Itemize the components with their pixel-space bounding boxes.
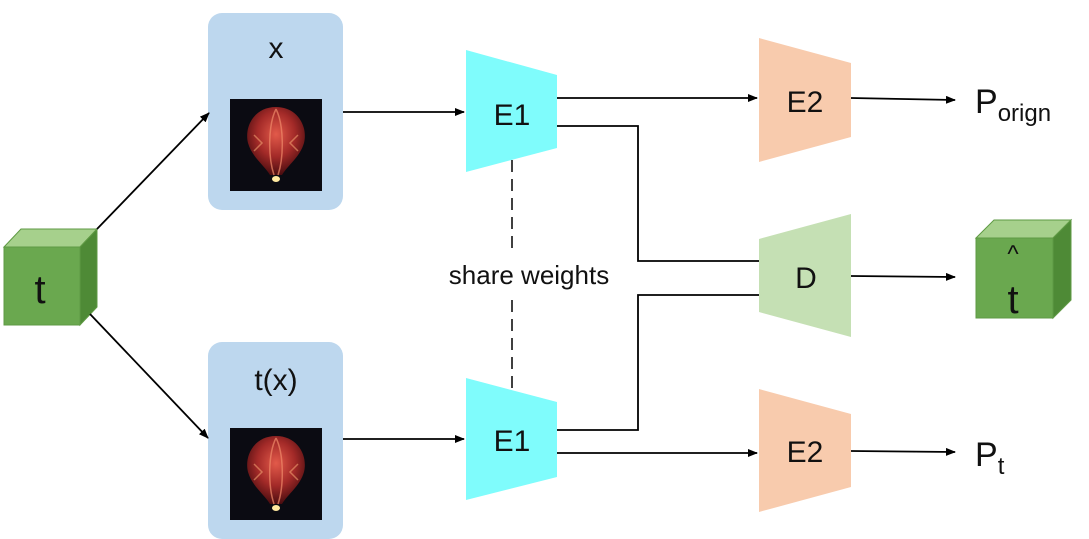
arrow-t-to-tx bbox=[89, 313, 209, 439]
connections bbox=[89, 94, 956, 457]
decoder: D bbox=[759, 214, 851, 337]
shared-weights-note: share weights bbox=[449, 260, 609, 290]
line-e1-bottom-to-d bbox=[557, 294, 759, 431]
transform-cube-label: t bbox=[34, 268, 45, 312]
arrow-e2-to-porign bbox=[850, 95, 956, 104]
arrow-e2-to-pt bbox=[850, 447, 956, 456]
encoder-bottom: E1 bbox=[466, 378, 557, 500]
arrow-t-to-x bbox=[96, 112, 210, 230]
input-transformed-panel: t(x) bbox=[208, 342, 343, 539]
output-cube-label: t bbox=[1007, 278, 1018, 322]
balloon-image-transformed bbox=[230, 428, 322, 520]
head-top: E2 bbox=[759, 38, 851, 162]
arrow-d-to-that bbox=[850, 272, 956, 281]
input-original-panel: x bbox=[208, 13, 343, 210]
svg-text:Pt: Pt bbox=[975, 436, 1005, 480]
input-original-label: x bbox=[269, 32, 284, 65]
head-bottom-label: E2 bbox=[787, 436, 824, 469]
output-cube-hat: ^ bbox=[1007, 241, 1019, 268]
head-top-label: E2 bbox=[787, 86, 824, 119]
encoder-top: E1 bbox=[466, 50, 557, 172]
output-pt: Pt bbox=[975, 436, 1005, 480]
input-transformed-label: t(x) bbox=[254, 364, 297, 397]
balloon-image-original bbox=[230, 99, 322, 191]
output-porign-main: P bbox=[975, 83, 998, 121]
line-e1-top-to-d bbox=[557, 125, 759, 262]
output-pt-main: P bbox=[975, 436, 998, 474]
output-porign: Porign bbox=[975, 83, 1051, 127]
svg-text:Porign: Porign bbox=[975, 83, 1051, 127]
output-porign-sub: orign bbox=[998, 100, 1051, 127]
transform-cube: t bbox=[2, 227, 99, 327]
decoder-label: D bbox=[795, 262, 817, 295]
encoder-bottom-label: E1 bbox=[494, 425, 531, 458]
output-cube: ^ t bbox=[974, 218, 1073, 322]
output-pt-sub: t bbox=[998, 453, 1005, 480]
encoder-top-label: E1 bbox=[494, 99, 531, 132]
head-bottom: E2 bbox=[759, 389, 851, 512]
